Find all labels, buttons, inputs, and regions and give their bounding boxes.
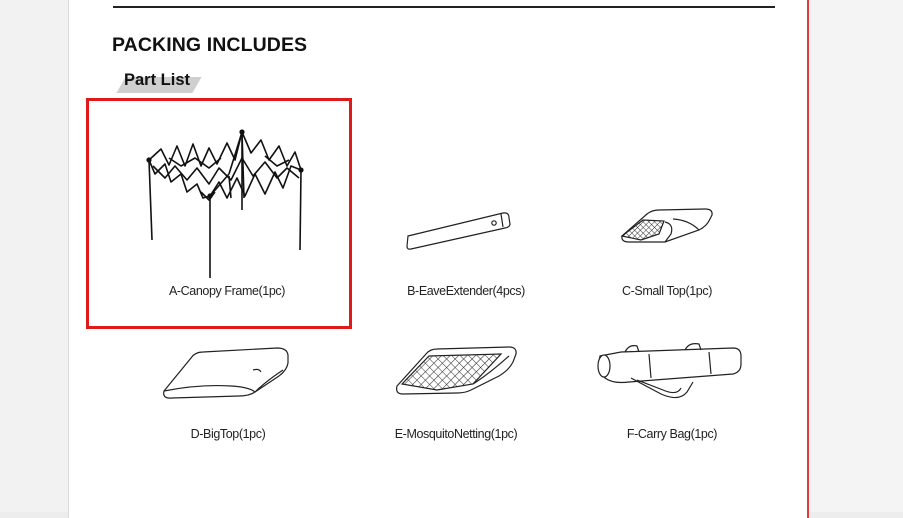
subtitle: Part List xyxy=(124,71,191,89)
part-caption-e: E-MosquitoNetting(1pc) xyxy=(394,427,518,441)
document-page: PACKING INCLUDES Part List xyxy=(68,0,809,518)
subtitle-block: Part List xyxy=(116,71,205,95)
section-title: PACKING INCLUDES xyxy=(112,34,308,56)
viewer-background-left xyxy=(0,0,68,512)
part-caption-a: A-Canopy Frame(1pc) xyxy=(168,284,286,298)
eave-extender-icon xyxy=(406,212,511,250)
highlight-box xyxy=(86,98,352,329)
part-caption-c: C-Small Top(1pc) xyxy=(622,284,712,298)
carry-bag-icon xyxy=(597,343,742,399)
big-top-icon xyxy=(163,347,289,399)
part-caption-f: F-Carry Bag(1pc) xyxy=(626,427,718,441)
canopy-frame-icon xyxy=(146,129,304,278)
mosquito-netting-icon xyxy=(396,346,517,395)
small-top-icon xyxy=(620,208,713,243)
part-caption-d: D-BigTop(1pc) xyxy=(190,427,266,441)
top-rule xyxy=(113,6,775,8)
part-caption-b: B-EaveExtender(4pcs) xyxy=(407,284,525,298)
viewer-background-right xyxy=(808,0,903,512)
